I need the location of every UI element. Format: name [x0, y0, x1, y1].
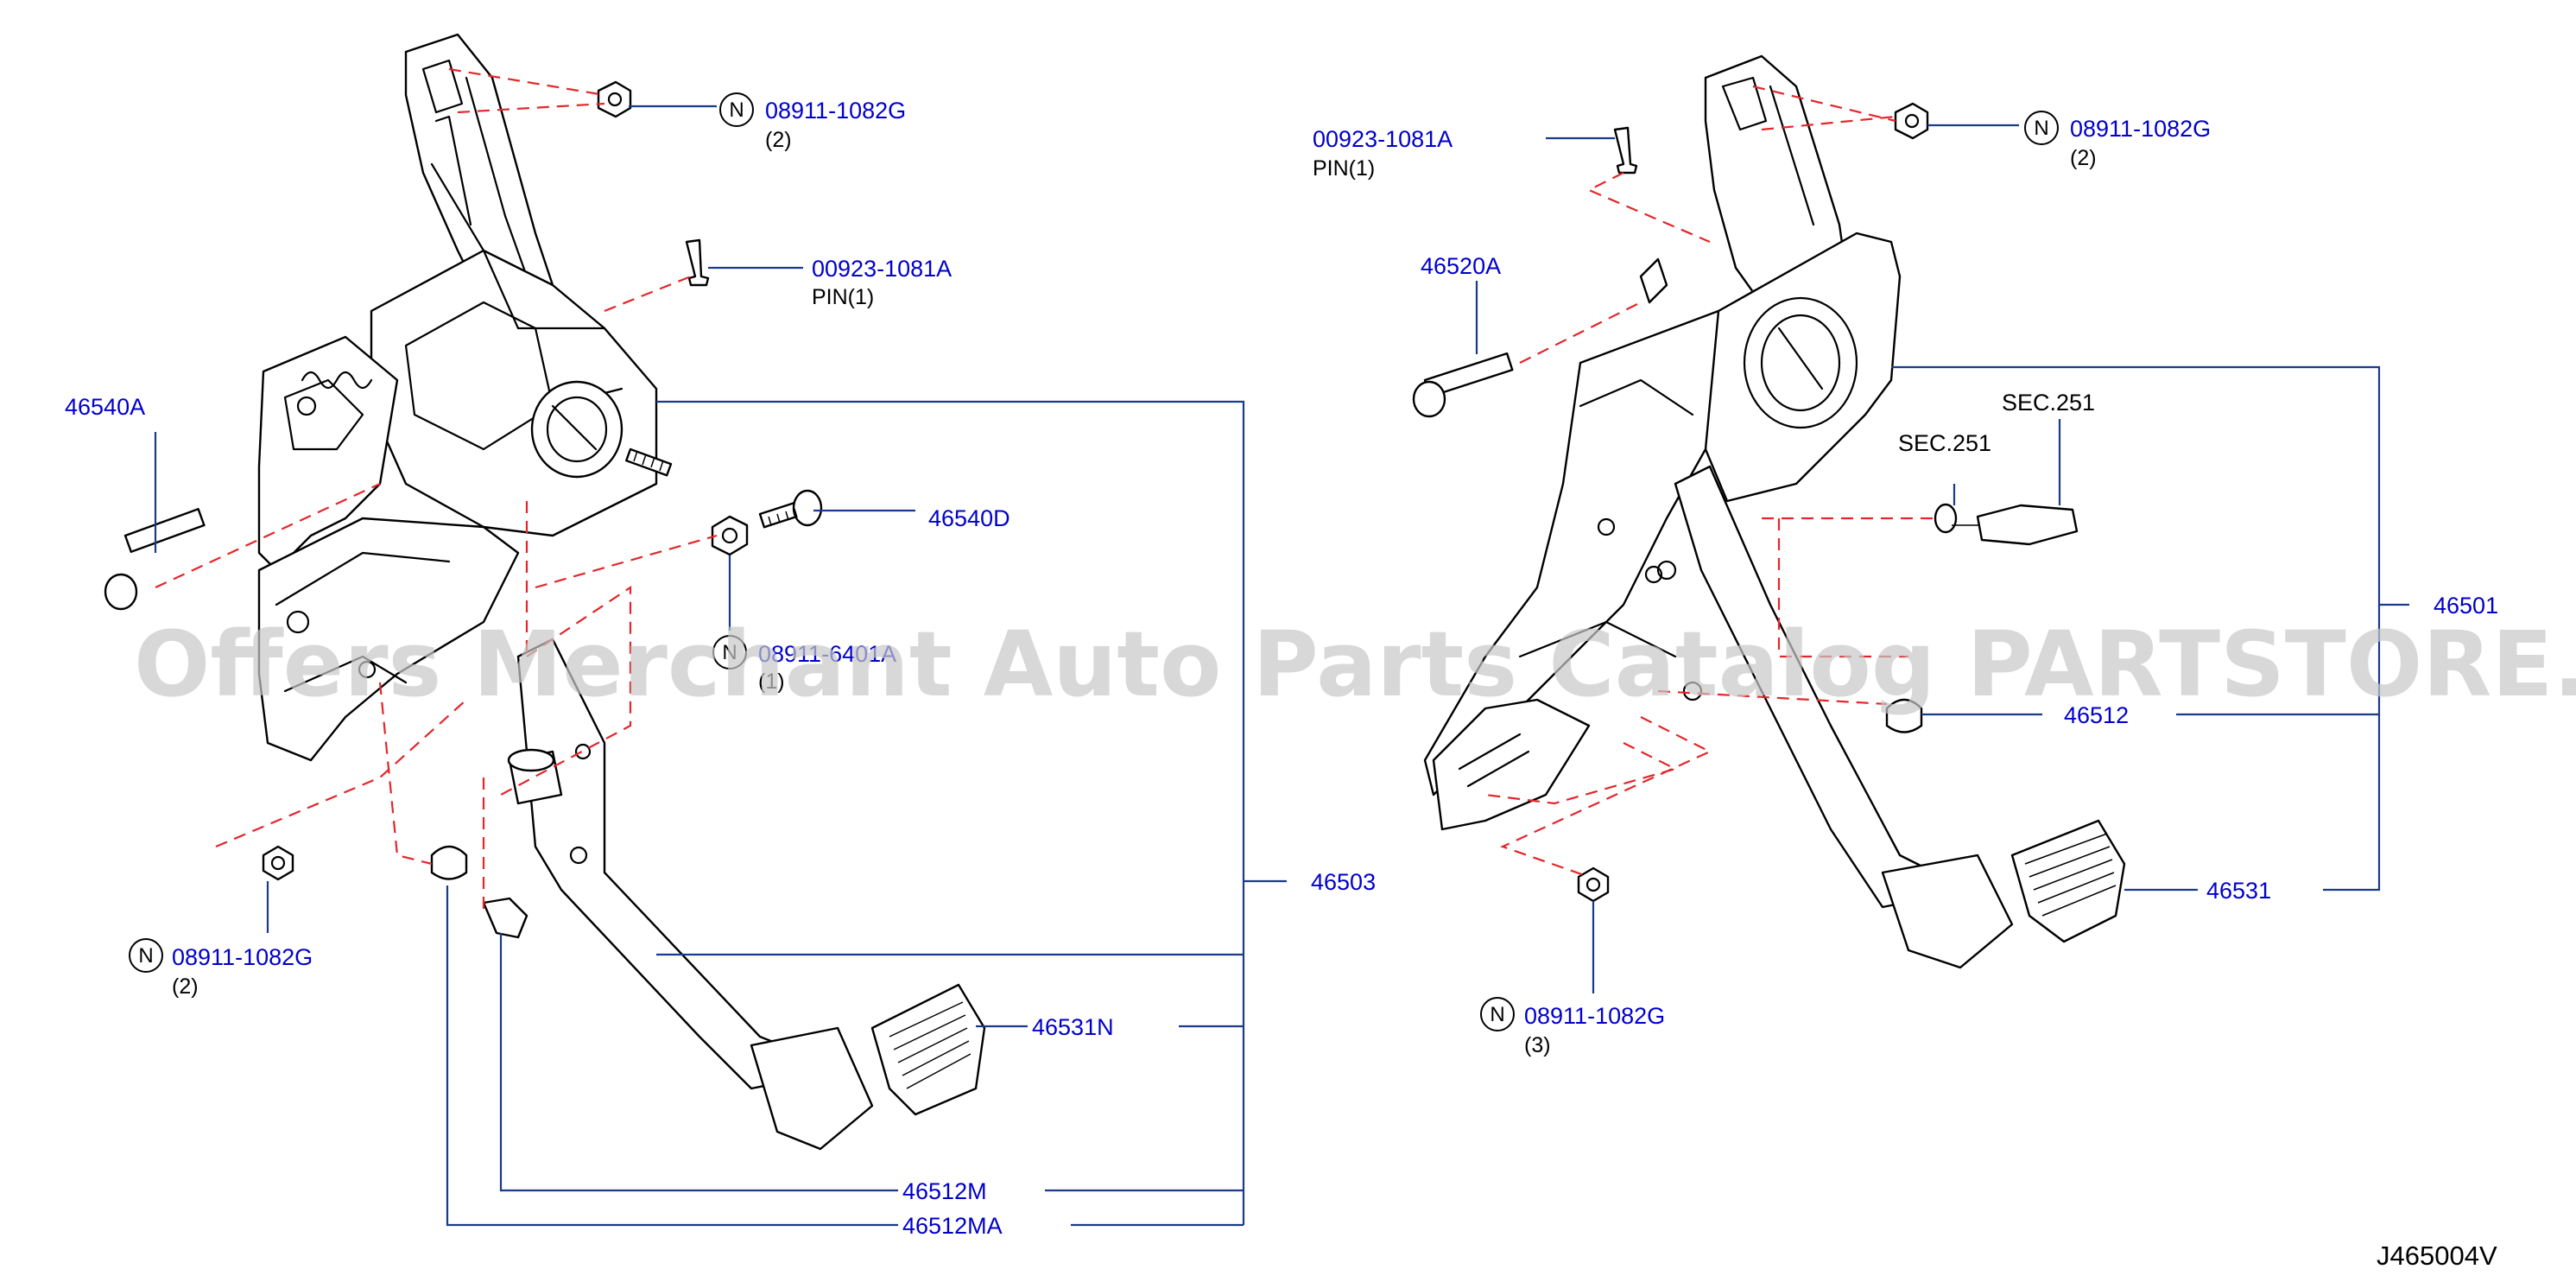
- diagram-code: J465004V: [2377, 1241, 2497, 1271]
- part-number-08911-1082g-top-right[interactable]: 08911-1082G: [2070, 116, 2211, 142]
- part-number-00923-1081a-left[interactable]: 00923-1081A: [812, 256, 952, 282]
- part-number-46512ma[interactable]: 46512MA: [902, 1213, 1003, 1239]
- pin-desc-right: PIN(1): [1313, 156, 1375, 181]
- bolt-46540d: [758, 489, 823, 529]
- n-mark-mid-left: N: [712, 635, 747, 670]
- n-mark-bottom-right: N: [1480, 997, 1515, 1031]
- qty-top-right: (2): [2070, 146, 2097, 170]
- part-number-08911-1082g-bottom-right[interactable]: 08911-1082G: [1524, 1003, 1665, 1029]
- part-number-00923-1081a-right[interactable]: 00923-1081A: [1313, 126, 1453, 152]
- part-number-46501[interactable]: 46501: [2434, 593, 2498, 619]
- switch-sec251: [1934, 503, 2079, 546]
- left-pedal-assembly-drawing: [104, 33, 986, 1151]
- stopper-46512ma: [430, 845, 468, 880]
- watermark: Offers Merchant Auto Parts Catalog PARTS…: [134, 612, 2576, 717]
- svg-text:N: N: [138, 944, 153, 968]
- leader-lines: [154, 105, 2409, 1227]
- part-number-08911-1082g-top-left[interactable]: 08911-1082G: [765, 98, 906, 124]
- nut-bottom-left-shape: [262, 845, 294, 881]
- part-number-46531n[interactable]: 46531N: [1032, 1014, 1114, 1040]
- qty-bottom-left: (2): [172, 974, 199, 999]
- qty-mid-left: (1): [758, 670, 785, 694]
- sec-251-ref-1[interactable]: SEC.251: [2002, 390, 2095, 416]
- svg-text:N: N: [1490, 1003, 1504, 1026]
- qty-top-left: (2): [765, 128, 792, 152]
- nut-top-left-shape: [597, 80, 632, 118]
- part-number-46512m[interactable]: 46512M: [902, 1178, 987, 1204]
- pin-desc-left: PIN(1): [812, 285, 874, 309]
- part-number-46540d[interactable]: 46540D: [928, 505, 1010, 531]
- pedal-pad-46531: [2010, 819, 2126, 943]
- part-number-08911-6401a[interactable]: 08911-6401A: [758, 641, 896, 667]
- svg-text:N: N: [722, 641, 737, 664]
- n-mark-top-right: N: [2024, 111, 2059, 145]
- part-number-46512[interactable]: 46512: [2064, 702, 2129, 728]
- right-pedal-assembly-drawing: [1412, 54, 2126, 969]
- nut-top-right-shape: [1894, 102, 1929, 140]
- stopper-46512: [1885, 698, 1923, 733]
- sec-251-ref-2[interactable]: SEC.251: [1898, 430, 1991, 456]
- n-mark-bottom-left: N: [129, 938, 163, 973]
- qty-bottom-right: (3): [1524, 1033, 1551, 1057]
- stopper-46512m: [482, 897, 528, 939]
- shaft-46540a: [104, 508, 206, 611]
- spring-coil-left: [301, 371, 373, 390]
- part-number-08911-1082g-bottom-left[interactable]: 08911-1082G: [172, 944, 313, 970]
- part-number-46531[interactable]: 46531: [2206, 878, 2271, 904]
- svg-text:N: N: [729, 98, 744, 122]
- part-labels: 08911-1082G (2) 00923-1081A PIN(1) 46540…: [65, 98, 2498, 1271]
- part-number-46540a[interactable]: 46540A: [65, 394, 145, 420]
- pedal-pad-46531n: [870, 983, 986, 1116]
- n-mark-top-left: N: [719, 92, 754, 127]
- nut-bottom-right-shape: [1577, 866, 1610, 903]
- part-number-46520a[interactable]: 46520A: [1421, 253, 1501, 279]
- part-number-46503[interactable]: 46503: [1311, 869, 1376, 895]
- svg-text:N: N: [2034, 117, 2048, 140]
- shaft-46520a: [1412, 352, 1514, 418]
- nut-08911-6401a: [711, 515, 749, 556]
